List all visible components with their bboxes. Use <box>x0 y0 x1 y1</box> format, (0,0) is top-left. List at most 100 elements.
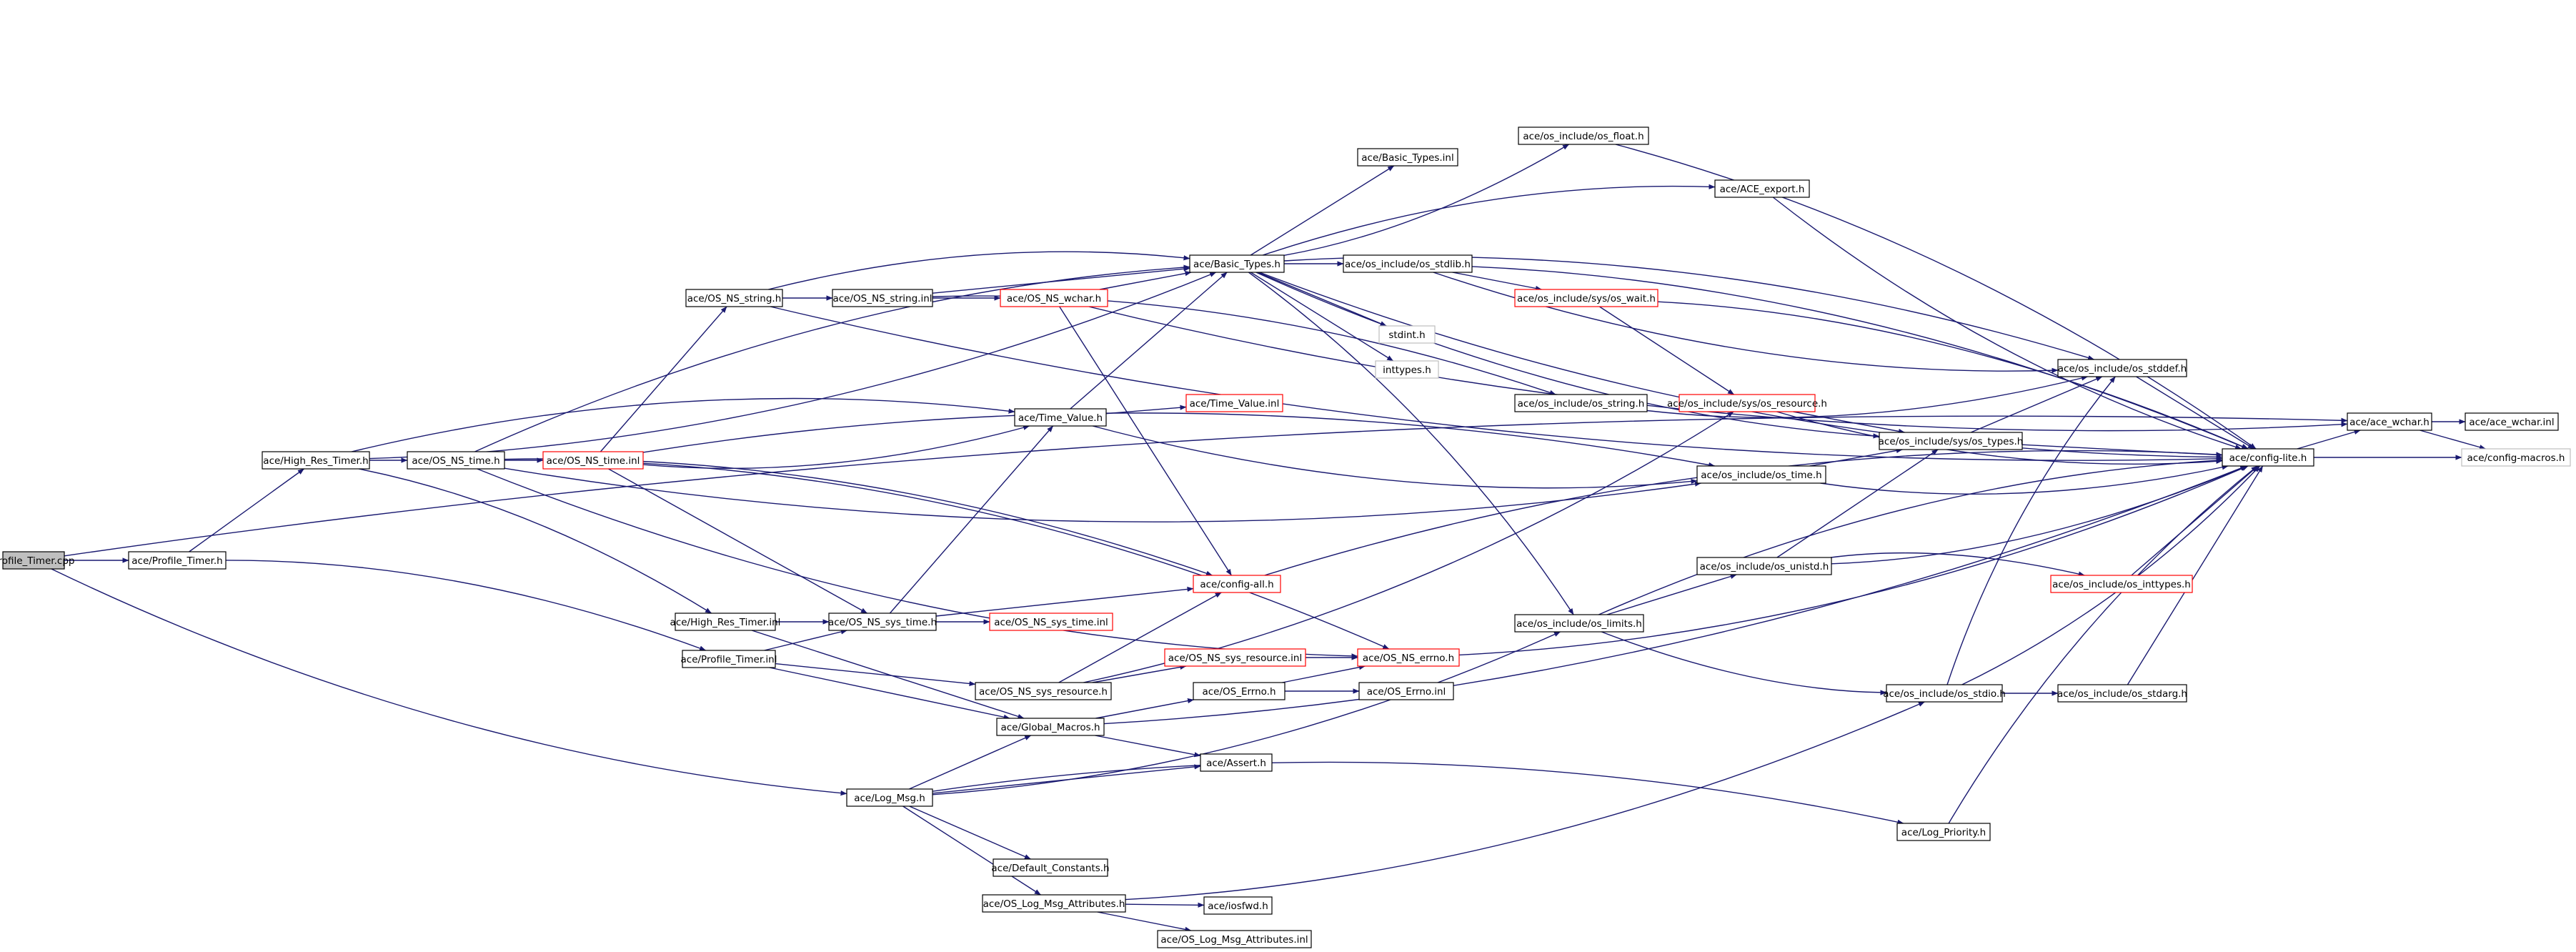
node-box <box>1358 682 1454 700</box>
node-ace-os-ns-sys-time-h[interactable]: ace/OS_NS_sys_time.h <box>828 613 937 631</box>
node-label: ace/OS_NS_time.h <box>412 455 499 467</box>
node-label: ace/High_Res_Timer.inl <box>670 617 781 628</box>
node-box <box>685 289 783 307</box>
node-label: ace/config-macros.h <box>2467 452 2565 464</box>
node-ace-os-ns-sys-time-inl[interactable]: ace/OS_NS_sys_time.inl <box>989 613 1113 631</box>
node-ace-os-include-sys-os-wait-h[interactable]: ace/os_include/sys/os_wait.h <box>1514 289 1659 307</box>
node-ace-time-value-h[interactable]: ace/Time_Value.h <box>1014 408 1107 427</box>
node-ace-profile-timer-inl[interactable]: ace/Profile_Timer.inl <box>681 650 777 668</box>
node-ace-os-include-os-time-h[interactable]: ace/os_include/os_time.h <box>1696 465 1826 484</box>
node-box <box>1357 148 1458 167</box>
node-ace-log-msg-h[interactable]: ace/Log_Msg.h <box>846 788 933 807</box>
edge-ace-log-msg-h--ace-global-macros-h <box>909 735 1032 790</box>
node-label: ace/OS_Log_Msg_Attributes.h <box>983 898 1125 910</box>
node-ace-os-ns-string-h[interactable]: ace/OS_NS_string.h <box>685 289 783 307</box>
node-ace-os-ns-wchar-h[interactable]: ace/OS_NS_wchar.h <box>1000 289 1108 307</box>
node-ace-iosfwd-h[interactable]: ace/iosfwd.h <box>1203 896 1273 915</box>
node-ace-time-value-inl[interactable]: ace/Time_Value.inl <box>1185 394 1283 412</box>
edge-ace-os-include-os-stdlib-h--ace-os-include-sys-os-wait-h <box>1452 272 1542 291</box>
node-ace-ace-export-h[interactable]: ace/ACE_export.h <box>1714 179 1810 198</box>
node-ace-os-include-os-unistd-h[interactable]: ace/os_include/os_unistd.h <box>1696 557 1832 575</box>
edge-ace-os-include-os-stdarg-h--ace-config-lite-h <box>2127 465 2264 685</box>
node-ace-basic-types-inl[interactable]: ace/Basic_Types.inl <box>1357 148 1458 167</box>
node-box <box>993 858 1108 877</box>
edge-ace-os-include-os-inttypes-h--ace-config-lite-h <box>2131 465 2259 576</box>
node-ace-os-include-os-stdio-h[interactable]: ace/os_include/os_stdio.h <box>1883 684 2006 703</box>
edge-ace-profile-timer-h--ace-profile-timer-inl <box>225 560 707 651</box>
node-label: ace/OS_NS_errno.h <box>1363 653 1454 664</box>
edge-ace-high-res-timer-h--ace-time-value-h <box>351 397 1015 452</box>
node-box <box>1514 614 1644 633</box>
edge-profile-timer-cpp--ace-log-msg-h <box>51 568 847 796</box>
edge-ace-time-value-h--ace-basic-types-h <box>1070 272 1228 410</box>
node-ace-basic-types-h[interactable]: ace/Basic_Types.h <box>1189 254 1285 273</box>
edge-ace-global-macros-h--ace-assert-h <box>1095 735 1201 758</box>
edge-ace-os-ns-time-inl--ace-os-ns-sys-time-h <box>608 468 867 614</box>
node-box <box>682 650 776 668</box>
node-ace-os-ns-time-inl[interactable]: ace/OS_NS_time.inl <box>542 451 644 470</box>
node-ace-os-ns-errno-h[interactable]: ace/OS_NS_errno.h <box>1357 648 1460 667</box>
node-ace-os-log-msg-attributes-h[interactable]: ace/OS_Log_Msg_Attributes.h <box>982 894 1126 913</box>
edge-ace-os-ns-sys-resource-h--ace-os-ns-sys-resource-inl <box>1092 664 1187 683</box>
node-box <box>1378 325 1436 344</box>
node-ace-default-constants-h[interactable]: ace/Default_Constants.h <box>991 858 1110 877</box>
node-ace-high-res-timer-inl[interactable]: ace/High_Res_Timer.inl <box>670 613 781 631</box>
node-ace-ace-wchar-h[interactable]: ace/ace_wchar.h <box>2347 412 2432 431</box>
node-box <box>2057 684 2187 703</box>
node-ace-os-include-os-inttypes-h[interactable]: ace/os_include/os_inttypes.h <box>2050 575 2193 593</box>
edge-ace-basic-types-h--stdint-h <box>1257 272 1387 327</box>
node-label: ace/OS_Errno.inl <box>1367 686 1446 698</box>
node-ace-os-include-sys-os-resource-h[interactable]: ace/os_include/sys/os_resource.h <box>1667 394 1827 412</box>
edge-ace-os-ns-sys-time-h--ace-time-value-h <box>889 425 1054 614</box>
node-box <box>982 894 1126 913</box>
node-profile-timer-cpp[interactable]: Profile_Timer.cpp <box>0 551 74 570</box>
edge-profile-timer-cpp--ace-ace-wchar-h <box>64 415 2348 557</box>
edge-ace-os-include-os-stddef-h--ace-config-lite-h <box>2136 376 2254 450</box>
edge-ace-os-ns-string-h--ace-config-lite-h <box>770 306 2223 462</box>
node-ace-high-res-timer-h[interactable]: ace/High_Res_Timer.h <box>262 451 370 470</box>
node-ace-os-ns-time-h[interactable]: ace/OS_NS_time.h <box>407 451 505 470</box>
edge-ace-os-include-os-time-h--ace-os-include-sys-os-types-h <box>1809 447 1903 467</box>
edge-ace-os-ns-sys-time-h--ace-config-all-h <box>935 586 1194 617</box>
edge-ace-os-include-sys-os-resource-h--ace-os-include-sys-os-types-h <box>1793 411 1905 434</box>
node-box <box>1203 896 1273 915</box>
node-layer: Profile_Timer.cpp ace/Profile_Timer.h ace/… <box>0 127 2571 948</box>
edge-ace-os-ns-string-inl--ace-basic-types-h <box>932 266 1190 294</box>
node-ace-config-lite-h[interactable]: ace/config-lite.h <box>2222 448 2314 467</box>
edge-ace-basic-types-h--ace-ace-export-h <box>1262 184 1716 256</box>
node-label: ace/OS_Log_Msg_Attributes.inl <box>1160 934 1308 946</box>
node-ace-os-include-os-stddef-h[interactable]: ace/os_include/os_stddef.h <box>2057 359 2187 377</box>
node-label: ace/ACE_export.h <box>1720 184 1805 195</box>
node-ace-os-errno-h[interactable]: ace/OS_Errno.h <box>1193 682 1285 700</box>
node-box <box>828 613 937 631</box>
node-ace-config-all-h[interactable]: ace/config-all.h <box>1193 575 1281 593</box>
node-box <box>2461 448 2571 467</box>
node-ace-os-include-os-limits-h[interactable]: ace/os_include/os_limits.h <box>1514 614 1644 633</box>
node-ace-log-priority-h[interactable]: ace/Log_Priority.h <box>1896 823 1991 841</box>
node-ace-assert-h[interactable]: ace/Assert.h <box>1200 753 1273 772</box>
node-ace-os-include-os-string-h[interactable]: ace/os_include/os_string.h <box>1514 394 1648 412</box>
node-label: ace/OS_NS_time.inl <box>547 455 640 467</box>
edge-ace-config-lite-h--ace-ace-wchar-h <box>2297 429 2361 450</box>
node-ace-os-include-sys-os-types-h[interactable]: ace/os_include/sys/os_types.h <box>1879 432 2024 450</box>
node-box <box>1189 254 1285 273</box>
node-ace-os-ns-sys-resource-h[interactable]: ace/OS_NS_sys_resource.h <box>975 682 1112 700</box>
node-ace-profile-timer-h[interactable]: ace/Profile_Timer.h <box>128 551 227 570</box>
edge-ace-log-msg-h--ace-default-constants-h <box>909 805 1031 860</box>
node-label: ace/Global_Macros.h <box>1000 722 1100 733</box>
node-ace-os-include-os-float-h[interactable]: ace/os_include/os_float.h <box>1518 127 1649 145</box>
node-ace-os-log-msg-attributes-inl[interactable]: ace/OS_Log_Msg_Attributes.inl <box>1157 930 1312 948</box>
node-ace-global-macros-h[interactable]: ace/Global_Macros.h <box>996 718 1105 736</box>
node-ace-os-ns-string-inl[interactable]: ace/OS_NS_string.inl <box>832 289 933 307</box>
node-ace-os-errno-inl[interactable]: ace/OS_Errno.inl <box>1358 682 1454 700</box>
edge-ace-ace-wchar-h--ace-config-macros-h <box>2420 430 2486 450</box>
node-ace-os-include-os-stdarg-h[interactable]: ace/os_include/os_stdarg.h <box>2057 684 2187 703</box>
node-box <box>975 682 1112 700</box>
node-ace-os-include-os-stdlib-h[interactable]: ace/os_include/os_stdlib.h <box>1343 254 1473 273</box>
node-label: ace/os_include/sys/os_wait.h <box>1517 293 1656 304</box>
node-ace-os-ns-sys-resource-inl[interactable]: ace/OS_NS_sys_resource.inl <box>1164 648 1306 667</box>
node-box <box>2347 412 2432 431</box>
edge-ace-os-include-sys-os-wait-h--ace-config-lite-h <box>1657 301 2249 450</box>
edge-ace-os-log-msg-attributes-h--ace-iosfwd-h <box>1125 902 1205 908</box>
node-ace-ace-wchar-inl[interactable]: ace/ace_wchar.inl <box>2465 412 2559 431</box>
